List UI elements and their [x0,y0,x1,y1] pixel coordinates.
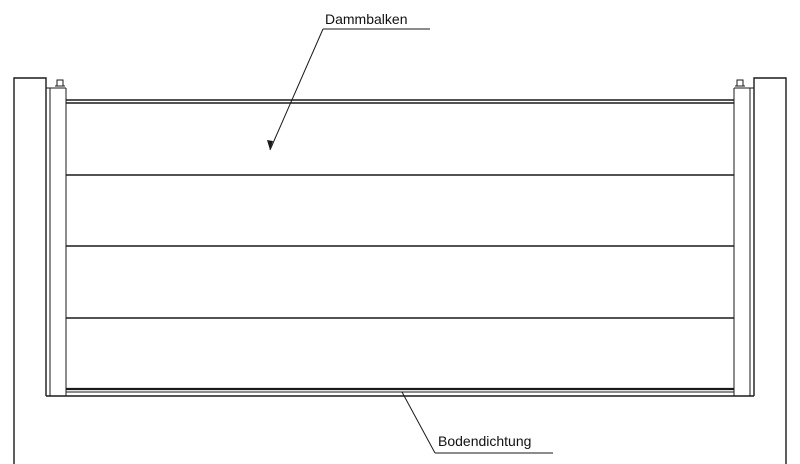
label-bodendichtung: Bodendichtung [438,433,531,449]
right-wall [733,77,787,464]
leader-arrow-icon [267,140,273,150]
left-fastener-icon [56,79,64,87]
bottom-label-group: Bodendichtung [401,391,553,454]
label-dammbalken-leader [269,28,324,151]
left-wall [13,77,67,464]
top-label-group: Dammbalken [267,11,430,151]
right-fastener-icon [736,79,744,87]
label-dammbalken: Dammbalken [325,11,407,27]
left-wall-outline [13,77,47,464]
dam-beams [66,99,734,391]
right-wall-outline [753,77,787,464]
floor-seal [46,391,754,397]
label-bodendichtung-leader [401,391,436,454]
